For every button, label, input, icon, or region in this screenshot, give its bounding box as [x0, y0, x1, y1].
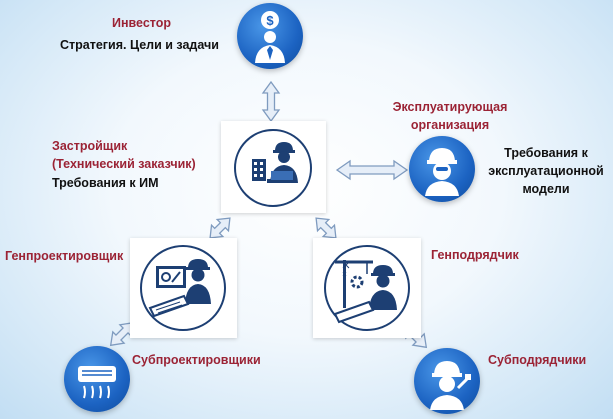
- operator-req-line3: модели: [522, 182, 570, 196]
- gendesigner-title: Генпроектировщик: [5, 249, 124, 263]
- investor-title: Инвестор: [112, 16, 172, 30]
- subcontractors-title: Субподрядчики: [488, 353, 587, 367]
- operator-title-line2: организация: [410, 118, 490, 132]
- ventilation-unit-icon: [64, 346, 130, 412]
- engineer-building-icon: [234, 129, 312, 207]
- gencontractor-title: Генподрядчик: [431, 248, 519, 262]
- arrow-developer-gendesigner: [209, 217, 231, 239]
- developer-tile: [221, 121, 326, 213]
- operator-title-line1: Эксплуатирующая: [392, 100, 508, 114]
- crane-worker-icon: [324, 245, 410, 331]
- arrow-developer-operator: [335, 159, 409, 181]
- operator-req-line1: Требования к: [504, 146, 588, 160]
- developer-title-line2: (Технический заказчик): [52, 157, 196, 171]
- gendesigner-tile: [130, 238, 237, 338]
- svg-text:$: $: [266, 13, 274, 28]
- arrow-gendesigner-subdesigners: [109, 321, 135, 347]
- arrow-investor-developer: [261, 80, 281, 123]
- operator-req-line2: эксплуатационной: [488, 164, 604, 178]
- developer-subtitle: Требования к ИМ: [52, 176, 159, 190]
- arrow-developer-gencontractor: [315, 217, 337, 239]
- subdesigners-title: Субпроектировщики: [132, 353, 261, 367]
- designer-blueprint-icon: [140, 245, 226, 331]
- builder-worker-icon: [414, 348, 480, 414]
- developer-title-line1: Застройщик: [52, 139, 128, 153]
- businessman-dollar-icon: $: [237, 3, 303, 69]
- worker-cap-icon: [409, 136, 475, 202]
- gencontractor-tile: [313, 238, 421, 338]
- investor-subtitle: Стратегия. Цели и задачи: [60, 38, 219, 52]
